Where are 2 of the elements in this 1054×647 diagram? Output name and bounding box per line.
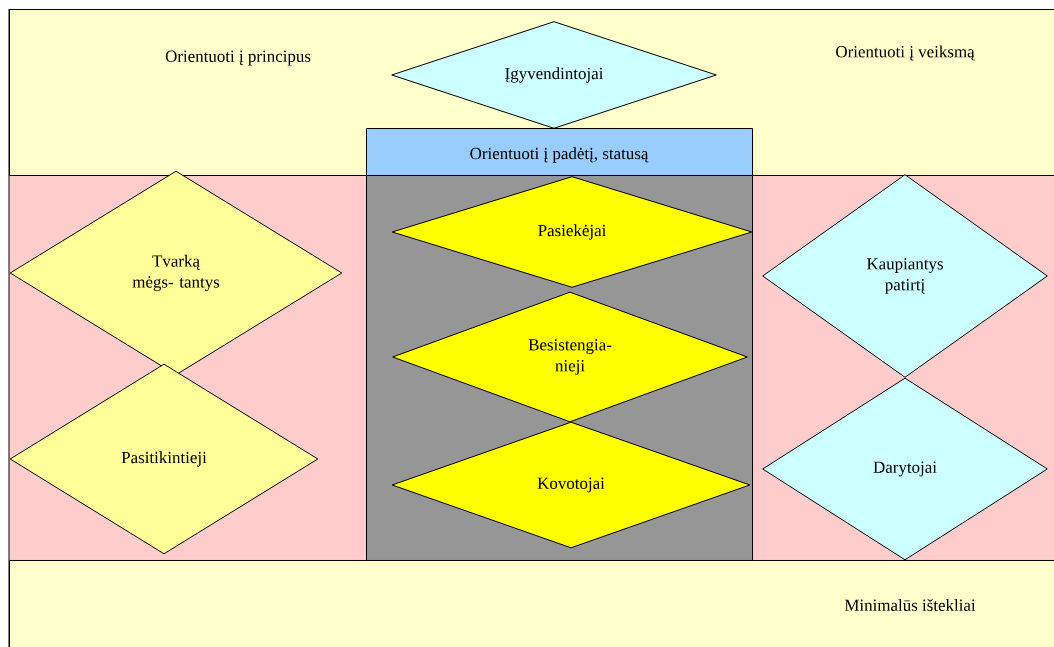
- header-bar: Orientuoti į padėtį, statusą: [366, 128, 753, 176]
- band: Minimalūs ištekliai: [9, 560, 1054, 647]
